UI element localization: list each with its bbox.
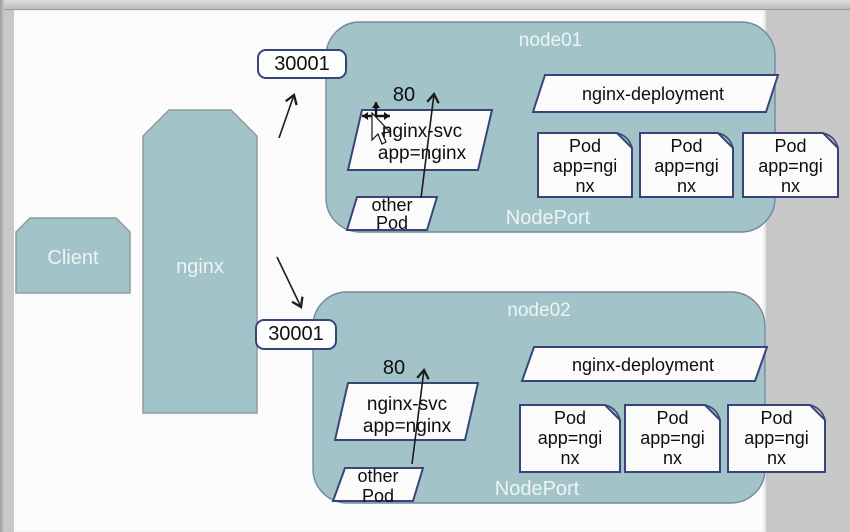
pod-selector: app=ngi <box>552 156 618 176</box>
pod-selector: app=ngi <box>758 156 823 176</box>
nginx-loadbalancer-box <box>142 109 258 414</box>
node02-other-pod-line2: Pod <box>361 486 395 506</box>
node01-other-pod-line2: Pod <box>375 213 409 233</box>
node01-pod2-shape <box>639 132 734 198</box>
pod-name: Pod <box>656 408 689 428</box>
node02-nodeport-label: NodePort <box>494 478 580 500</box>
node01-pod1-label: Pod app=ngi nx <box>538 136 632 196</box>
node02-other-pod-label: other Pod <box>334 466 422 506</box>
node02-deployment-shape <box>520 346 769 382</box>
node02-pod1-shape <box>519 404 621 473</box>
node01-service-port-label: 80 <box>392 84 416 106</box>
node01-pod1-shape <box>537 132 633 198</box>
node01-pod2-label: Pod app=ngi nx <box>640 136 733 196</box>
arrow-nginx-to-node01-port <box>278 93 298 139</box>
node01-other-pod-label: other Pod <box>348 196 436 232</box>
node02-service-shape <box>333 382 480 441</box>
node01-deployment-shape <box>531 74 780 113</box>
pod-name: Pod <box>568 136 602 156</box>
pod-selector-wrap: nx <box>766 448 786 468</box>
node02-pod1-label: Pod app=ngi nx <box>520 408 620 468</box>
node02-pod1-fold-icon <box>604 404 621 421</box>
node01-deployment-label: nginx-deployment <box>581 84 725 104</box>
pod-name: Pod <box>670 136 703 156</box>
arrow-node02-otherpod-to-port80 <box>411 367 430 465</box>
node02-pod2-shape <box>624 404 721 473</box>
pod-name: Pod <box>760 408 793 428</box>
node02-pod-shapes <box>519 404 826 473</box>
pod-name: Pod <box>553 408 587 428</box>
pod-selector: app=ngi <box>537 428 603 448</box>
pod-selector-wrap: nx <box>676 176 696 196</box>
pod-selector-wrap: nx <box>662 448 682 468</box>
pod-selector: app=ngi <box>744 428 809 448</box>
node02-other-pod-shape <box>331 467 425 502</box>
node01-nodeport-label: NodePort <box>505 207 591 229</box>
pod-name: Pod <box>774 136 807 156</box>
node02-pod2-fold-icon <box>704 404 721 421</box>
node01-pod1-fold-icon <box>616 132 633 149</box>
nodeport-badge-node02: 30001 <box>255 319 337 350</box>
pod-selector: app=ngi <box>654 156 719 176</box>
node01-pod3-label: Pod app=ngi nx <box>743 136 838 196</box>
client-label: Client <box>47 247 99 269</box>
node01-other-pod-line1: other <box>371 195 413 215</box>
move-cursor-icon <box>362 102 392 145</box>
node02-pod3-fold-icon <box>809 404 826 421</box>
node01-pod2-fold-icon <box>717 132 734 149</box>
node01-pod3-shape <box>742 132 839 198</box>
node02-service-port-label: 80 <box>382 357 406 379</box>
node01-service-label: nginx-svc app=nginx <box>356 121 488 165</box>
window-left-edge <box>0 0 4 532</box>
pod-selector-wrap: nx <box>560 448 580 468</box>
pod-selector: app=ngi <box>640 428 705 448</box>
node02-pod3-label: Pod app=ngi nx <box>728 408 825 468</box>
node01-pod3-fold-icon <box>822 132 839 149</box>
node02-title: node02 <box>507 300 571 321</box>
node01-title: node01 <box>518 30 583 51</box>
node02-deployment-label: nginx-deployment <box>571 355 715 375</box>
arrow-node01-otherpod-to-port80 <box>420 91 440 199</box>
node02-pod3-shape <box>727 404 826 473</box>
arrow-nginx-to-node02-port <box>276 256 304 309</box>
nodeport-badge-node01: 30001 <box>257 49 347 79</box>
client-box <box>15 217 131 294</box>
node02-service-selector: app=nginx <box>362 416 452 437</box>
nginx-loadbalancer-label: nginx <box>176 256 224 278</box>
node01-service-selector: app=nginx <box>377 143 467 164</box>
node01-other-pod-shape <box>345 196 439 231</box>
nodeport-value-node02: 30001 <box>268 323 324 345</box>
node02-service-label: nginx-svc app=nginx <box>341 394 473 438</box>
nodeport-value-node01: 30001 <box>274 52 330 75</box>
pod-selector-wrap: nx <box>575 176 595 196</box>
window-top-bar <box>0 0 850 10</box>
node02-pod2-label: Pod app=ngi nx <box>625 408 720 468</box>
node01-pod-shapes <box>537 132 839 198</box>
node02-other-pod-line1: other <box>357 466 399 486</box>
pod-selector-wrap: nx <box>780 176 800 196</box>
node02-service-name: nginx-svc <box>366 394 448 415</box>
node01-service-name: nginx-svc <box>381 121 463 142</box>
